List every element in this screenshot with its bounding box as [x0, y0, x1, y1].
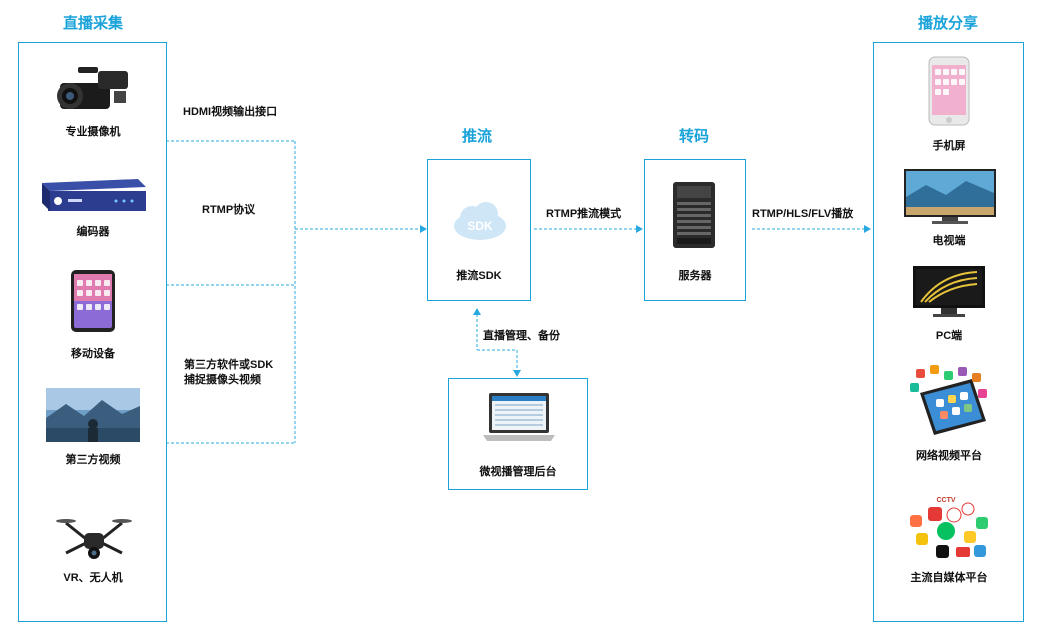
play-section-title: 播放分享 [917, 15, 978, 32]
capture-label-camera: 专业摄像机 [65, 126, 121, 138]
admin-backend-box: 微视播管理后台 [448, 378, 588, 490]
play-label-phone: 手机屏 [932, 140, 966, 152]
phone-apps-icon [910, 365, 987, 435]
server-tower-icon [673, 182, 715, 248]
drone-icon [56, 519, 132, 559]
third-party-capture-label: 捕捉摄像头视频 [184, 374, 261, 386]
hdmi-label: HDMI视频输出接口 [183, 106, 278, 118]
play-label-pc: PC端 [935, 330, 963, 342]
video-thumbnail-icon [46, 388, 140, 442]
social-apps-icon: CCTV [910, 495, 988, 558]
third-party-sdk-label: 第三方软件或SDK [184, 359, 274, 371]
encoder-icon [42, 179, 146, 211]
admin-backend-label: 微视播管理后台 [479, 466, 557, 478]
transcode-section-title: 转码 [678, 128, 709, 145]
play-label-tv: 电视端 [932, 235, 966, 247]
server-label: 服务器 [678, 270, 712, 282]
capture-label-third-party: 第三方视频 [65, 454, 121, 466]
smartphone-icon [928, 56, 970, 126]
admin-link-label: 直播管理、备份 [483, 330, 560, 342]
tablet-icon [71, 270, 115, 332]
rtmp-push-mode-label: RTMP推流模式 [546, 208, 622, 220]
push-section-title: 推流 [461, 128, 492, 145]
capture-panel: 专业摄像机 编码器 移动设备 第三方视频 [18, 42, 167, 622]
capture-label-drone: VR、无人机 [63, 572, 123, 584]
play-label-social-platform: 主流自媒体平台 [910, 572, 988, 584]
svg-text:CCTV: CCTV [936, 497, 955, 504]
play-label-video-platform: 网络视频平台 [916, 450, 982, 462]
capture-label-mobile: 移动设备 [71, 348, 115, 360]
laptop-icon [483, 393, 555, 441]
capture-label-encoder: 编码器 [76, 226, 110, 238]
capture-section-title: 直播采集 [62, 15, 123, 32]
push-sdk-box: SDK 推流SDK [427, 159, 531, 301]
sdk-cloud-icon: SDK [454, 202, 506, 240]
camcorder-icon [57, 67, 128, 109]
push-sdk-label: 推流SDK [456, 270, 502, 282]
playback-protocol-label: RTMP/HLS/FLV播放 [752, 208, 854, 220]
svg-text:SDK: SDK [467, 219, 493, 233]
rtmp-protocol-label: RTMP协议 [202, 204, 256, 216]
monitor-icon [913, 266, 985, 317]
server-box: 服务器 [644, 159, 746, 301]
play-panel: 手机屏 电视端 PC端 [873, 42, 1024, 622]
tv-icon [904, 169, 996, 224]
